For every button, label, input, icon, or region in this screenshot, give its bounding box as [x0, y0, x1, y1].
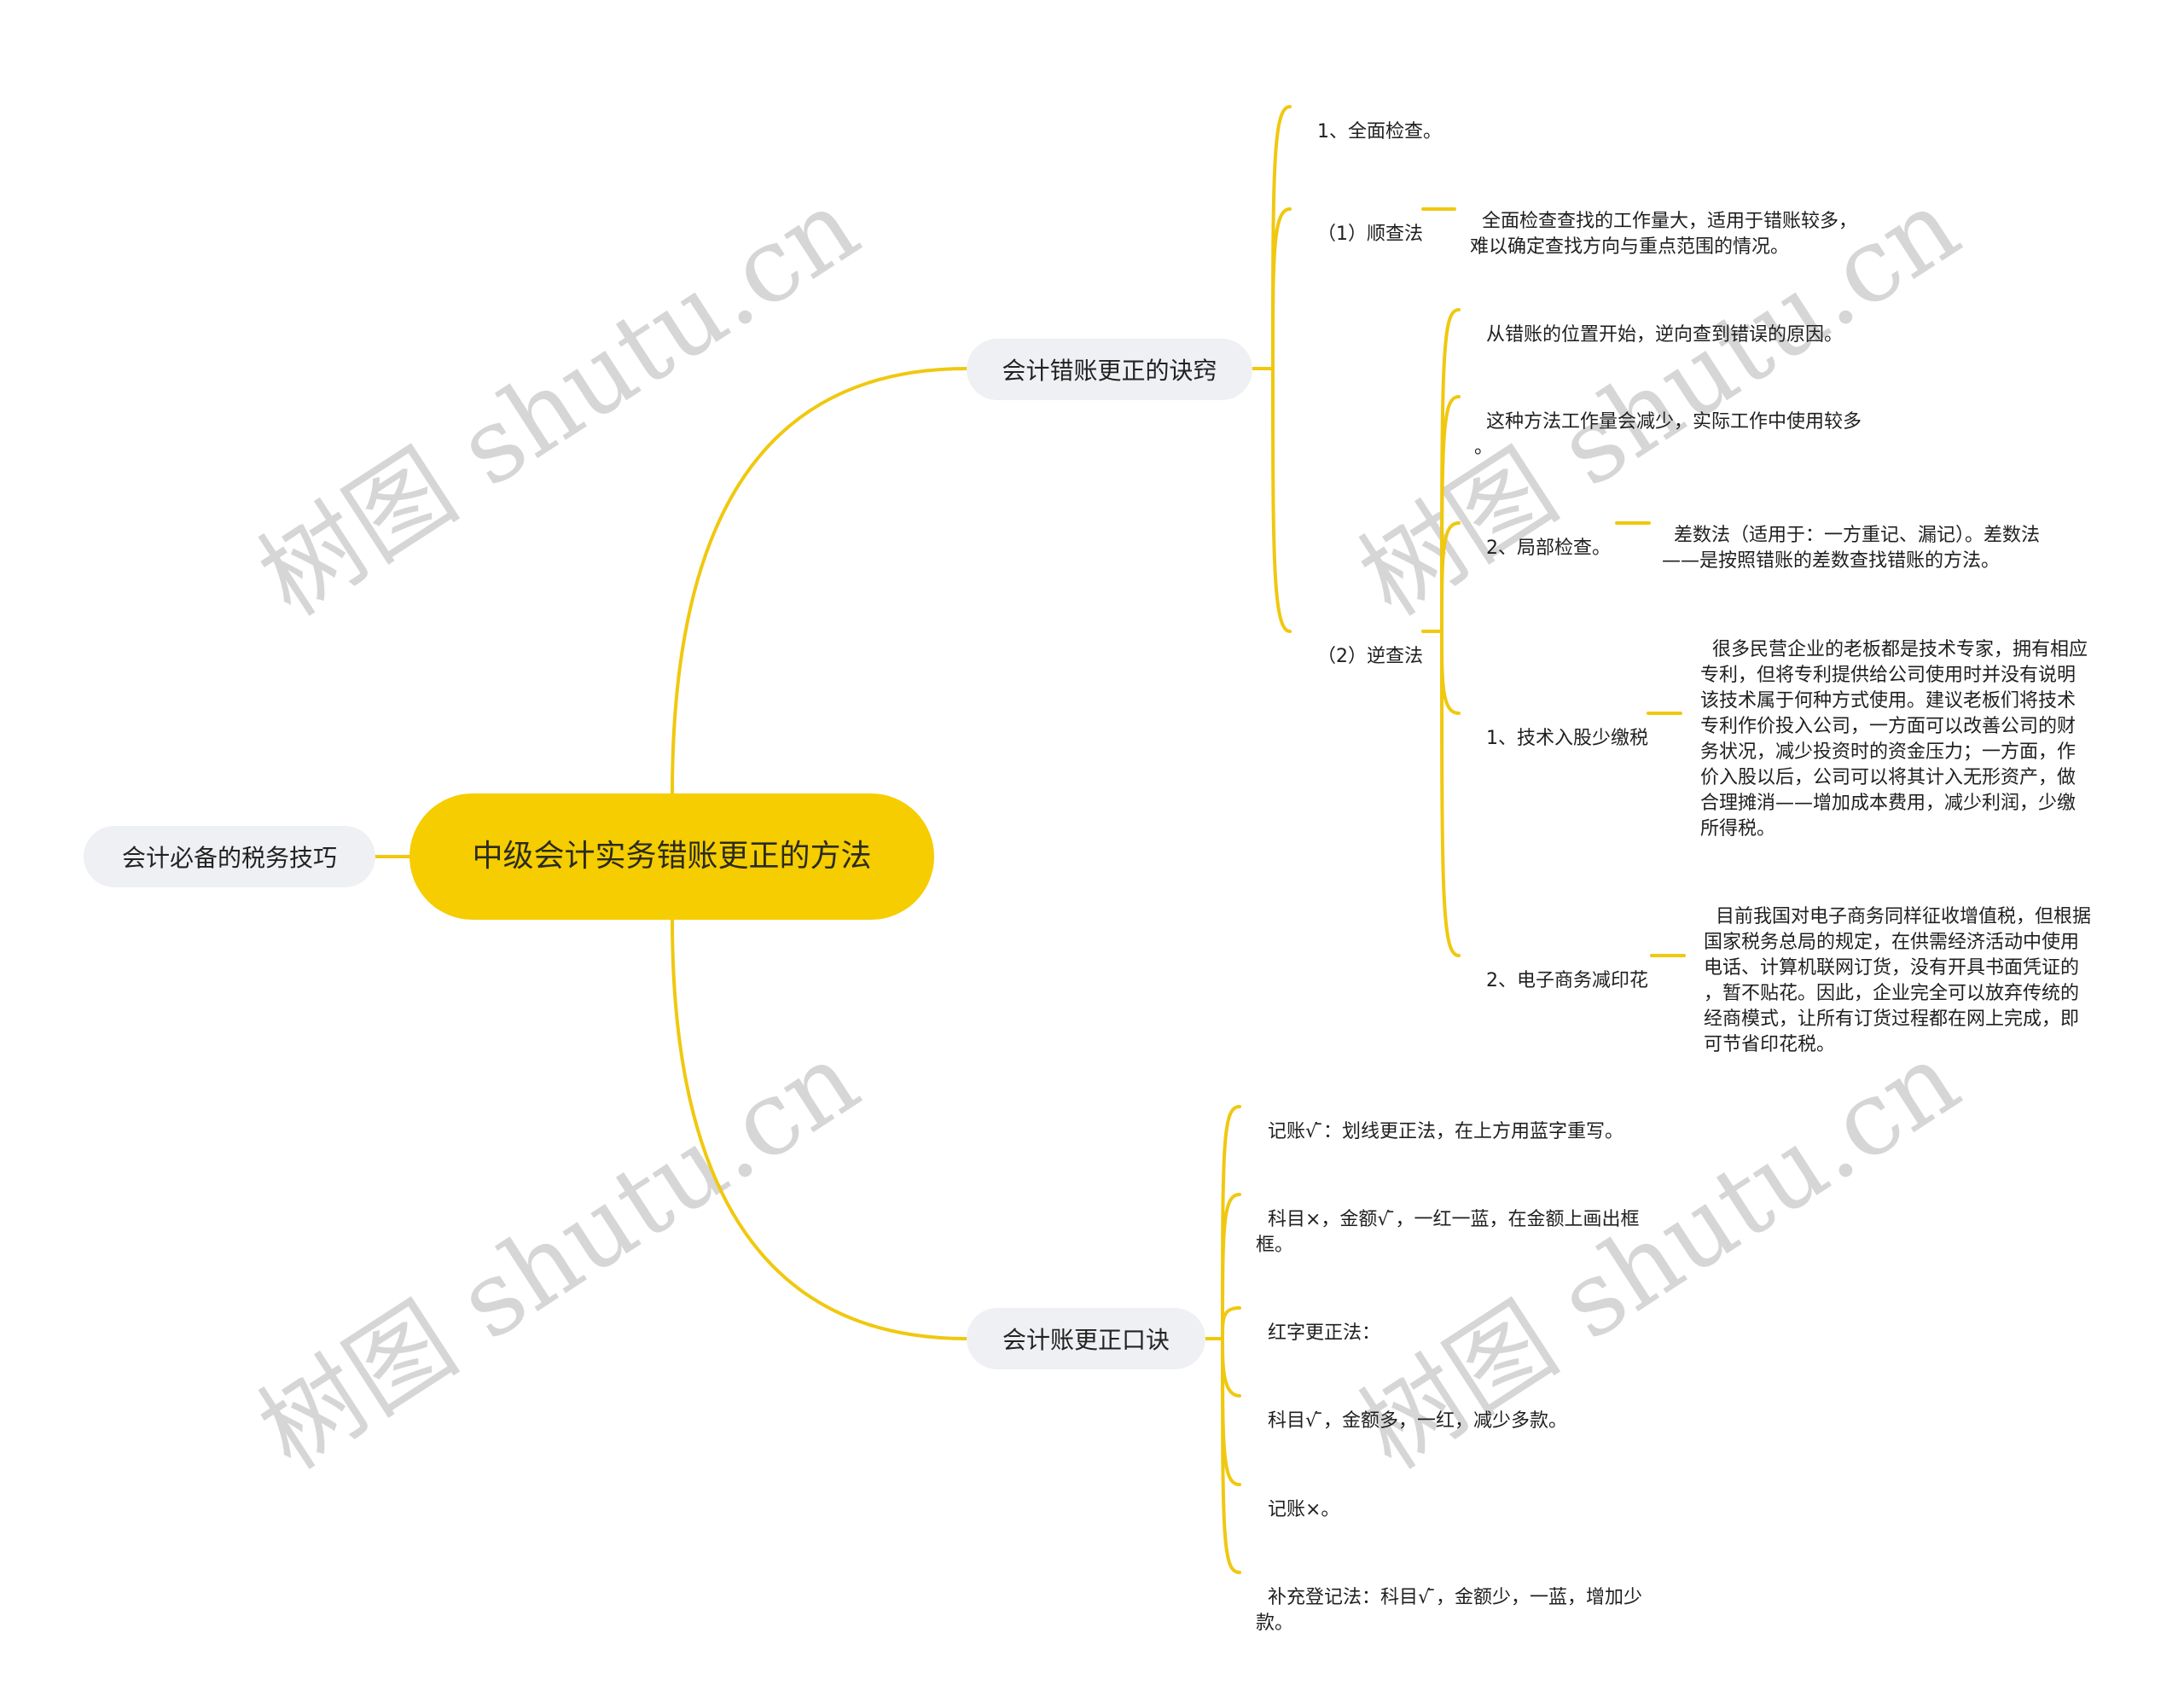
node-label: 会计账更正口诀 — [1002, 1326, 1170, 1354]
root-node-label: 中级会计实务错账更正的方法 — [472, 839, 872, 874]
node-tech-equity-desc[interactable]: 很多民营企业的老板都是技术专家，拥有相应 专利，但将专利提供给公司使用时并没有说… — [1700, 639, 2088, 840]
node-rhyme-item[interactable]: 科目√ ̄，金额多，一红，减少多款。 — [1268, 1410, 1568, 1432]
node-label: 会计必备的税务技巧 — [121, 844, 337, 872]
node-label: 会计错账更正的诀窍 — [1002, 357, 1217, 385]
node-full-check[interactable]: 1、全面检查。 — [1317, 121, 1442, 142]
node-tax-skills[interactable]: 会计必备的税务技巧 — [84, 826, 375, 887]
node-reverse-from-error[interactable]: 从错账的位置开始，逆向查到错误的原因。 — [1486, 324, 1844, 346]
node-forward-check[interactable]: （1）顺查法 — [1317, 224, 1423, 245]
node-forward-check-desc[interactable]: 全面检查查找的工作量大，适用于错账较多， 难以确定查找方向与重点范围的情况。 — [1470, 211, 1858, 258]
node-rhyme-item[interactable]: 科目×，金额√ ̄，一红一蓝，在金额上画出框 框。 — [1256, 1209, 1640, 1256]
node-ecommerce-stamp[interactable]: 2、电子商务减印花 — [1486, 970, 1648, 991]
node-correction-tips[interactable]: 会计错账更正的诀窍 — [967, 339, 1252, 400]
node-rhyme-item[interactable]: 记账√ ̄：划线更正法，在上方用蓝字重写。 — [1268, 1121, 1624, 1142]
node-partial-check[interactable]: 2、局部检查。 — [1486, 538, 1611, 559]
node-partial-check-desc[interactable]: 差数法（适用于：一方重记、漏记）。差数法 ——是按照错账的差数查找错账的方法。 — [1662, 525, 2041, 572]
node-rhyme-item[interactable]: 补充登记法：科目√ ̄，金额少，一蓝，增加少 款。 — [1256, 1587, 1643, 1634]
node-rhyme-item[interactable]: 红字更正法： — [1268, 1322, 1381, 1344]
node-rhyme-item[interactable]: 记账×。 — [1268, 1499, 1340, 1520]
root-node[interactable]: 中级会计实务错账更正的方法 — [410, 793, 934, 920]
node-correction-rhyme[interactable]: 会计账更正口诀 — [967, 1308, 1205, 1369]
node-tech-equity[interactable]: 1、技术入股少缴税 — [1486, 728, 1648, 749]
node-ecommerce-stamp-desc[interactable]: 目前我国对电子商务同样征收增值税，但根据 国家税务总局的规定，在供需经济活动中使… — [1704, 906, 2092, 1055]
node-reverse-check[interactable]: （2）逆查法 — [1317, 646, 1423, 667]
node-reverse-less-work[interactable]: 这种方法工作量会减少，实际工作中使用较多 。 — [1474, 411, 1862, 458]
